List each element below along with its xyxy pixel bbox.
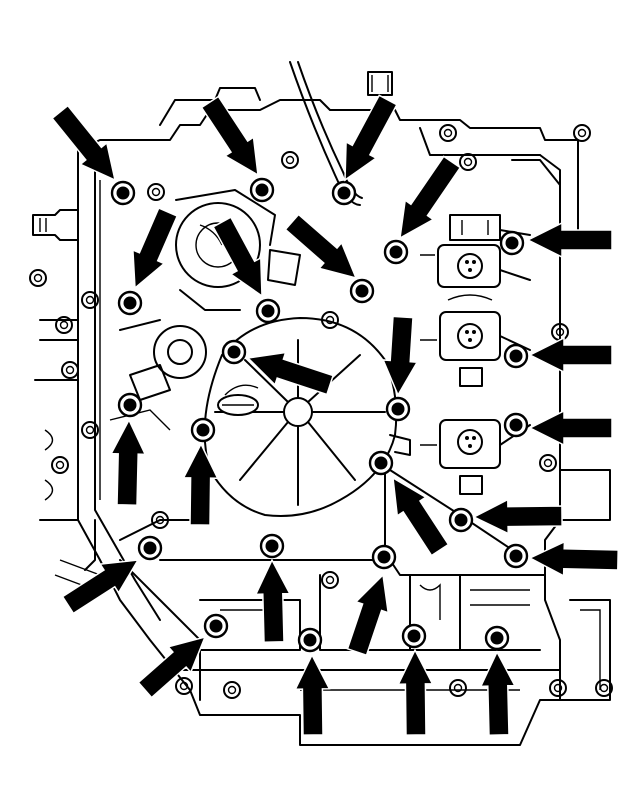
bores — [29, 124, 613, 699]
bolt — [110, 180, 136, 206]
pointer-arrow — [51, 104, 117, 182]
pointer-arrow — [382, 315, 419, 397]
bolt — [503, 343, 529, 369]
pointer-arrow — [479, 650, 517, 736]
solenoid-bank — [420, 214, 531, 495]
arrow-group — [51, 94, 619, 736]
pointer-arrow — [528, 409, 613, 447]
bore-hole — [223, 681, 241, 699]
pointer-arrow — [472, 498, 563, 535]
bore-hole — [81, 421, 99, 439]
bore-hole — [55, 316, 73, 334]
pointer-arrow — [254, 558, 292, 643]
pointer-arrow — [294, 653, 331, 736]
bolt — [499, 230, 525, 256]
bore-hole — [61, 361, 79, 379]
bore-hole — [29, 269, 47, 287]
bolt — [117, 290, 143, 316]
pointer-arrow — [392, 476, 450, 557]
bolt — [255, 298, 281, 324]
bolt — [503, 543, 529, 569]
bolt — [249, 177, 275, 203]
bolt — [297, 627, 323, 653]
bolt — [484, 625, 510, 651]
pointer-arrow — [346, 573, 390, 657]
bore-hole — [175, 677, 193, 695]
pointer-arrow — [397, 648, 434, 736]
bore-hole — [449, 679, 467, 697]
pointer-arrow — [182, 442, 219, 526]
bolt — [259, 533, 285, 559]
pointer-arrow — [212, 216, 263, 298]
bore-hole — [459, 153, 477, 171]
bolt — [117, 392, 143, 418]
pointer-arrow — [246, 351, 335, 396]
pointer-arrow — [137, 635, 207, 699]
bolt — [383, 239, 409, 265]
bolt — [331, 180, 357, 206]
bolt — [448, 507, 474, 533]
pointer-arrow — [284, 213, 358, 280]
bore-hole — [281, 151, 299, 169]
bolt — [503, 412, 529, 438]
pointer-arrow — [132, 207, 179, 290]
bore-hole — [51, 456, 69, 474]
servo-mechanism — [175, 189, 301, 311]
bolt-group — [110, 177, 529, 653]
lever-assembly — [109, 319, 207, 431]
pointer-arrow — [526, 221, 613, 259]
bore-hole — [81, 291, 99, 309]
bore-hole — [321, 571, 339, 589]
bore-hole — [573, 124, 591, 142]
bolt — [401, 623, 427, 649]
bolt — [190, 417, 216, 443]
bolt — [221, 339, 247, 365]
bore-hole — [539, 454, 557, 472]
bolt — [203, 613, 229, 639]
bore-hole — [321, 311, 339, 329]
bolt — [385, 396, 411, 422]
pointer-arrow — [344, 94, 398, 182]
pointer-arrow — [528, 336, 613, 374]
pointer-arrow — [109, 418, 147, 506]
bore-hole — [147, 183, 165, 201]
bolt — [371, 544, 397, 570]
bolt — [368, 450, 394, 476]
bore-hole — [549, 679, 567, 697]
bolt — [349, 278, 375, 304]
pointer-arrow — [528, 540, 619, 578]
bore-hole — [595, 679, 613, 697]
bolt — [137, 535, 163, 561]
pointer-arrow — [399, 155, 462, 240]
bore-hole — [439, 124, 457, 142]
pointer-arrow — [200, 95, 259, 177]
bore-hole — [151, 511, 169, 529]
pointer-arrow — [61, 559, 140, 615]
